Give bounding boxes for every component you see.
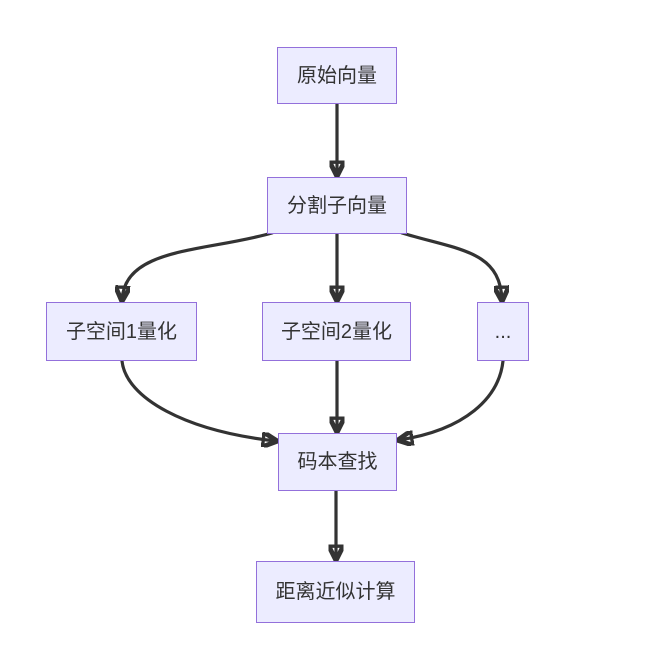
- edge-split-to-ellipsis: [400, 231, 502, 300]
- node-label: 分割子向量: [287, 194, 387, 217]
- node-distance-approximation: 距离近似计算: [256, 561, 415, 623]
- node-codebook-lookup: 码本查找: [278, 433, 397, 491]
- node-label: 子空间2量化: [280, 320, 393, 343]
- node-original-vector: 原始向量: [277, 47, 397, 104]
- node-label: 子空间1量化: [65, 320, 178, 343]
- node-label: 距离近似计算: [275, 581, 396, 603]
- edge-subspace1-to-codebook: [120, 359, 276, 441]
- node-label: 原始向量: [297, 64, 377, 87]
- node-split-subvectors: 分割子向量: [267, 177, 407, 234]
- node-subspace-1-quantization: 子空间1量化: [46, 302, 197, 361]
- node-label: ...: [494, 320, 512, 343]
- edge-ellipsis-to-codebook: [399, 359, 505, 440]
- edge-split-to-subspace1: [122, 231, 274, 300]
- node-ellipsis: ...: [477, 302, 529, 361]
- node-label: 码本查找: [297, 451, 378, 473]
- node-subspace-2-quantization: 子空间2量化: [262, 302, 411, 361]
